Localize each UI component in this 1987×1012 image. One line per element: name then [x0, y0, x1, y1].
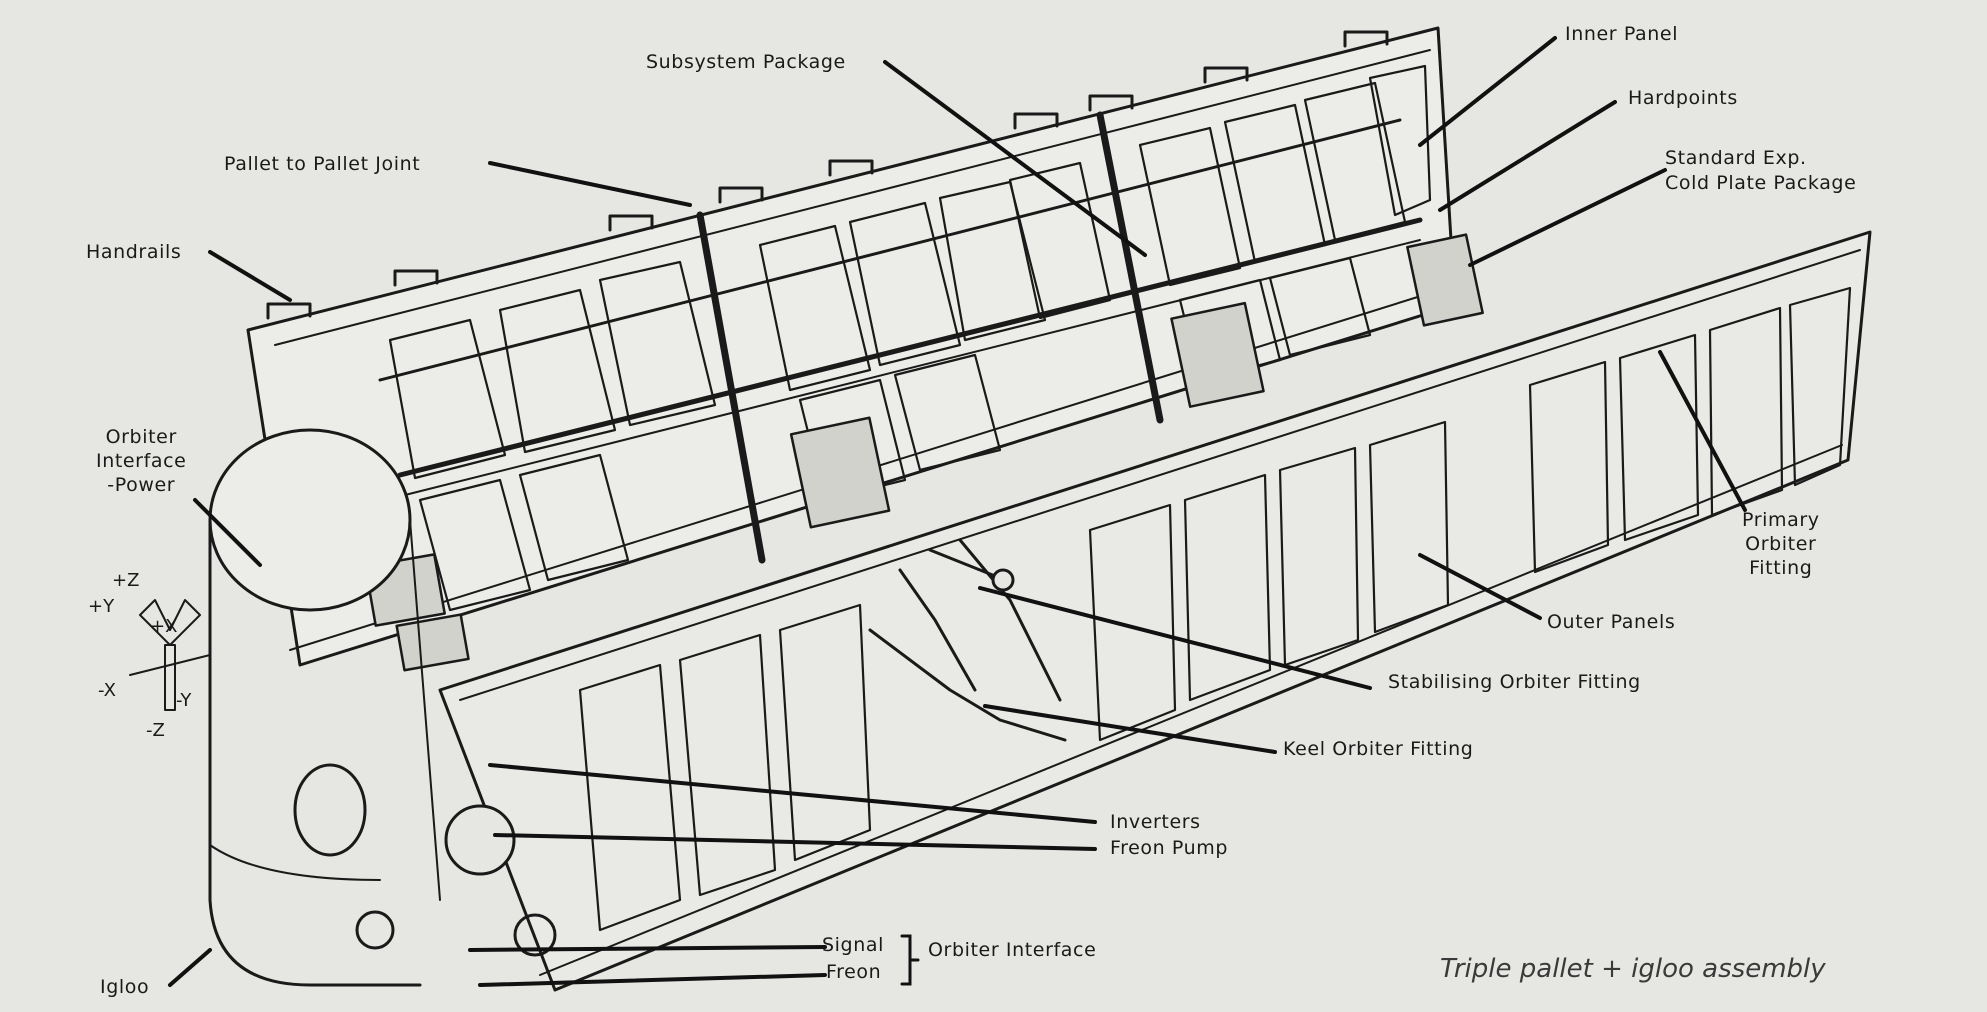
axis-minus-y: -Y: [176, 690, 192, 711]
label-stabilising-fitting: Stabilising Orbiter Fitting: [1388, 671, 1641, 693]
label-signal: Signal: [822, 934, 884, 956]
label-primary-fitting-line1: Primary: [1742, 509, 1820, 531]
label-primary-fitting-line3: Fitting: [1749, 557, 1813, 579]
label-primary-orbiter-fitting: Primary Orbiter Fitting: [1742, 508, 1820, 580]
label-inverters: Inverters: [1110, 811, 1201, 833]
leader-lines: [168, 36, 1747, 987]
top-handrails: [266, 30, 1389, 320]
igloo: [208, 428, 441, 987]
axis-minus-x: -X: [98, 680, 116, 701]
label-orbiter-power-line3: -Power: [107, 474, 176, 496]
label-subsystem-package: Subsystem Package: [646, 51, 846, 73]
keel-structure: [868, 538, 1067, 742]
label-orbiter-power-line2: Interface: [96, 450, 187, 472]
figure-caption: Triple pallet + igloo assembly: [1440, 954, 1826, 984]
axis-cross: [129, 599, 211, 711]
axis-plus-x: +X: [150, 616, 178, 637]
label-orbiter-interface: Orbiter Interface: [928, 939, 1097, 961]
label-keel-fitting: Keel Orbiter Fitting: [1283, 738, 1474, 760]
label-outer-panels: Outer Panels: [1547, 611, 1676, 633]
label-handrails: Handrails: [86, 241, 182, 263]
label-igloo: Igloo: [100, 976, 150, 998]
label-pallet-joint: Pallet to Pallet Joint: [224, 153, 421, 175]
axis-plus-y: +Y: [88, 596, 115, 617]
axis-plus-z: +Z: [112, 570, 140, 591]
label-inner-panel: Inner Panel: [1565, 23, 1679, 45]
base-connectors: [355, 804, 557, 957]
label-orbiter-power-line1: Orbiter: [105, 426, 177, 448]
label-standard-exp-line2: Cold Plate Package: [1665, 172, 1857, 194]
label-freon-pump: Freon Pump: [1110, 837, 1229, 859]
label-freon: Freon: [826, 961, 882, 983]
label-primary-fitting-line2: Orbiter: [1745, 533, 1817, 555]
label-hardpoints: Hardpoints: [1628, 87, 1738, 109]
label-standard-exp-line1: Standard Exp.: [1665, 147, 1807, 169]
outer-panel-cells: [578, 286, 1852, 932]
equipment-packages: [364, 233, 1484, 672]
axis-minus-z: -Z: [146, 720, 165, 741]
label-orbiter-interface-power: Orbiter Interface -Power: [96, 425, 186, 497]
inner-pallet-wall: [246, 26, 1457, 667]
